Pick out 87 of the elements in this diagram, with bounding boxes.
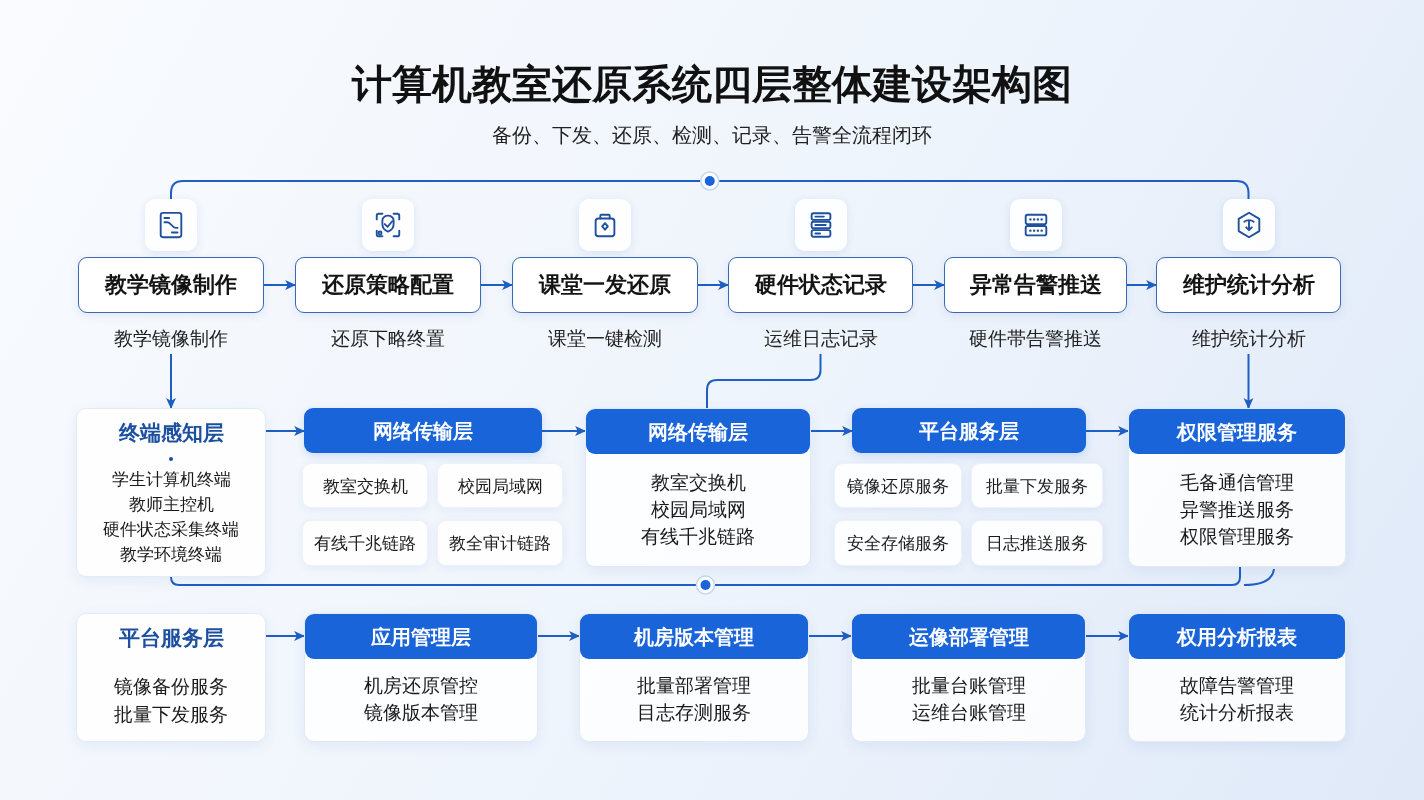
flow-arrow bbox=[541, 426, 587, 436]
step-title: 课堂一发还原 bbox=[539, 271, 671, 299]
flow-arrow bbox=[1085, 426, 1130, 436]
flow-arrow bbox=[808, 631, 853, 641]
component-tile bbox=[302, 520, 428, 566]
component-label: 校园局域网 bbox=[457, 474, 543, 498]
layer-title: 终端感知层 bbox=[118, 420, 224, 447]
layer-card bbox=[76, 408, 266, 577]
flow-arrow bbox=[265, 426, 306, 436]
list-item: 硬件状态采集终端 bbox=[103, 518, 239, 541]
list-item: 教师主控机 bbox=[128, 493, 214, 516]
step-caption: 运维日志记录 bbox=[763, 326, 878, 351]
step-caption: 还原下略终置 bbox=[331, 326, 445, 351]
list-item: 有线千兆链路 bbox=[641, 523, 755, 549]
list-item: 学生计算机终端 bbox=[111, 468, 231, 491]
subtitle: 备份、下发、还原、检测、记录、告警全流程闭环 bbox=[492, 122, 932, 149]
list-item: 故障告警管理 bbox=[1180, 673, 1294, 698]
list-item: 校园局域网 bbox=[650, 496, 746, 522]
flow-arrow bbox=[810, 426, 854, 436]
list-item: 镜像版本管理 bbox=[364, 700, 478, 725]
connector-line bbox=[170, 566, 1275, 586]
layer-header-bar bbox=[304, 408, 542, 453]
flow-arrow bbox=[265, 631, 306, 641]
layer-title: 网络传输层 bbox=[648, 418, 748, 445]
step-caption: 课堂一键检测 bbox=[548, 326, 662, 351]
component-tile bbox=[971, 463, 1103, 508]
list-item: 教学环境终端 bbox=[120, 543, 222, 566]
flow-arrow bbox=[480, 280, 514, 290]
layer-title: 权用分析报表 bbox=[1177, 623, 1297, 650]
component-label: 有线千兆链路 bbox=[314, 532, 416, 555]
layer-card bbox=[851, 613, 1086, 742]
flow-arrow bbox=[537, 631, 581, 641]
layer-title: 平台服务层 bbox=[118, 625, 224, 652]
layer-title: 机房版本管理 bbox=[634, 623, 754, 650]
step-caption: 维护统计分析 bbox=[1191, 326, 1306, 351]
component-label: 批量下发服务 bbox=[986, 474, 1088, 498]
step-title: 教学镜像制作 bbox=[105, 271, 237, 299]
layer-title: 应用管理层 bbox=[371, 623, 471, 650]
flow-arrow bbox=[697, 280, 730, 290]
list-item: 运维台账管理 bbox=[911, 700, 1026, 725]
layer-card bbox=[304, 613, 538, 742]
list-item: 统计分析报表 bbox=[1180, 700, 1294, 725]
layer-title: 权限管理服务 bbox=[1177, 418, 1297, 445]
list-item: 镜像备份服务 bbox=[114, 673, 228, 699]
layer-title: 运像部署管理 bbox=[908, 623, 1029, 650]
list-item: 批量台账管理 bbox=[911, 673, 1026, 698]
step-title: 异常告警推送 bbox=[969, 271, 1102, 299]
list-item: 毛备通信管理 bbox=[1180, 469, 1294, 495]
component-tile bbox=[437, 520, 563, 566]
flow-arrow bbox=[1243, 353, 1254, 410]
component-tile bbox=[834, 463, 962, 508]
step-caption: 硬件帯告警推送 bbox=[969, 326, 1102, 351]
layer-title: 平台服务层 bbox=[919, 417, 1019, 444]
component-label: 日志推送服务 bbox=[986, 532, 1088, 555]
list-item: 异警推送服务 bbox=[1180, 496, 1294, 522]
flow-arrow bbox=[1085, 631, 1130, 641]
list-item: 批量下发服务 bbox=[114, 701, 228, 727]
step-title: 还原策略配置 bbox=[322, 271, 454, 299]
diagram-title: 计算机教室还原系统四层整体建设架构图 bbox=[352, 60, 1072, 109]
list-item: 权限管理服务 bbox=[1180, 523, 1294, 549]
component-tile bbox=[834, 520, 962, 566]
component-label: 教全审计链路 bbox=[449, 532, 551, 555]
layer-card bbox=[579, 613, 809, 742]
component-tile bbox=[302, 463, 428, 508]
layer-header-bar bbox=[852, 408, 1086, 453]
step-title: 维护统计分析 bbox=[1182, 271, 1315, 299]
flow-arrow bbox=[1126, 280, 1158, 290]
flow-arrow bbox=[263, 280, 297, 290]
flow-arrow bbox=[912, 280, 946, 290]
connector-line bbox=[706, 353, 822, 409]
step-caption: 教学镜像制作 bbox=[114, 326, 228, 351]
component-label: 安全存储服务 bbox=[847, 532, 949, 555]
layer-card bbox=[585, 408, 811, 567]
layer-card bbox=[1128, 613, 1346, 742]
component-tile bbox=[971, 520, 1103, 566]
list-item: 目志存测服务 bbox=[637, 700, 751, 725]
step-title: 硬件状态记录 bbox=[754, 271, 887, 299]
layer-title: 网络传输层 bbox=[373, 417, 473, 444]
list-item: 批量部署管理 bbox=[637, 673, 751, 698]
list-item: 教室交换机 bbox=[650, 469, 746, 495]
component-label: 镜像还原服务 bbox=[847, 474, 949, 498]
component-tile bbox=[437, 463, 563, 508]
flow-arrow bbox=[166, 353, 176, 410]
component-label: 教室交换机 bbox=[322, 474, 408, 498]
list-item: 机房还原管控 bbox=[364, 673, 478, 698]
layer-card bbox=[76, 613, 266, 742]
layer-card bbox=[1128, 408, 1346, 567]
